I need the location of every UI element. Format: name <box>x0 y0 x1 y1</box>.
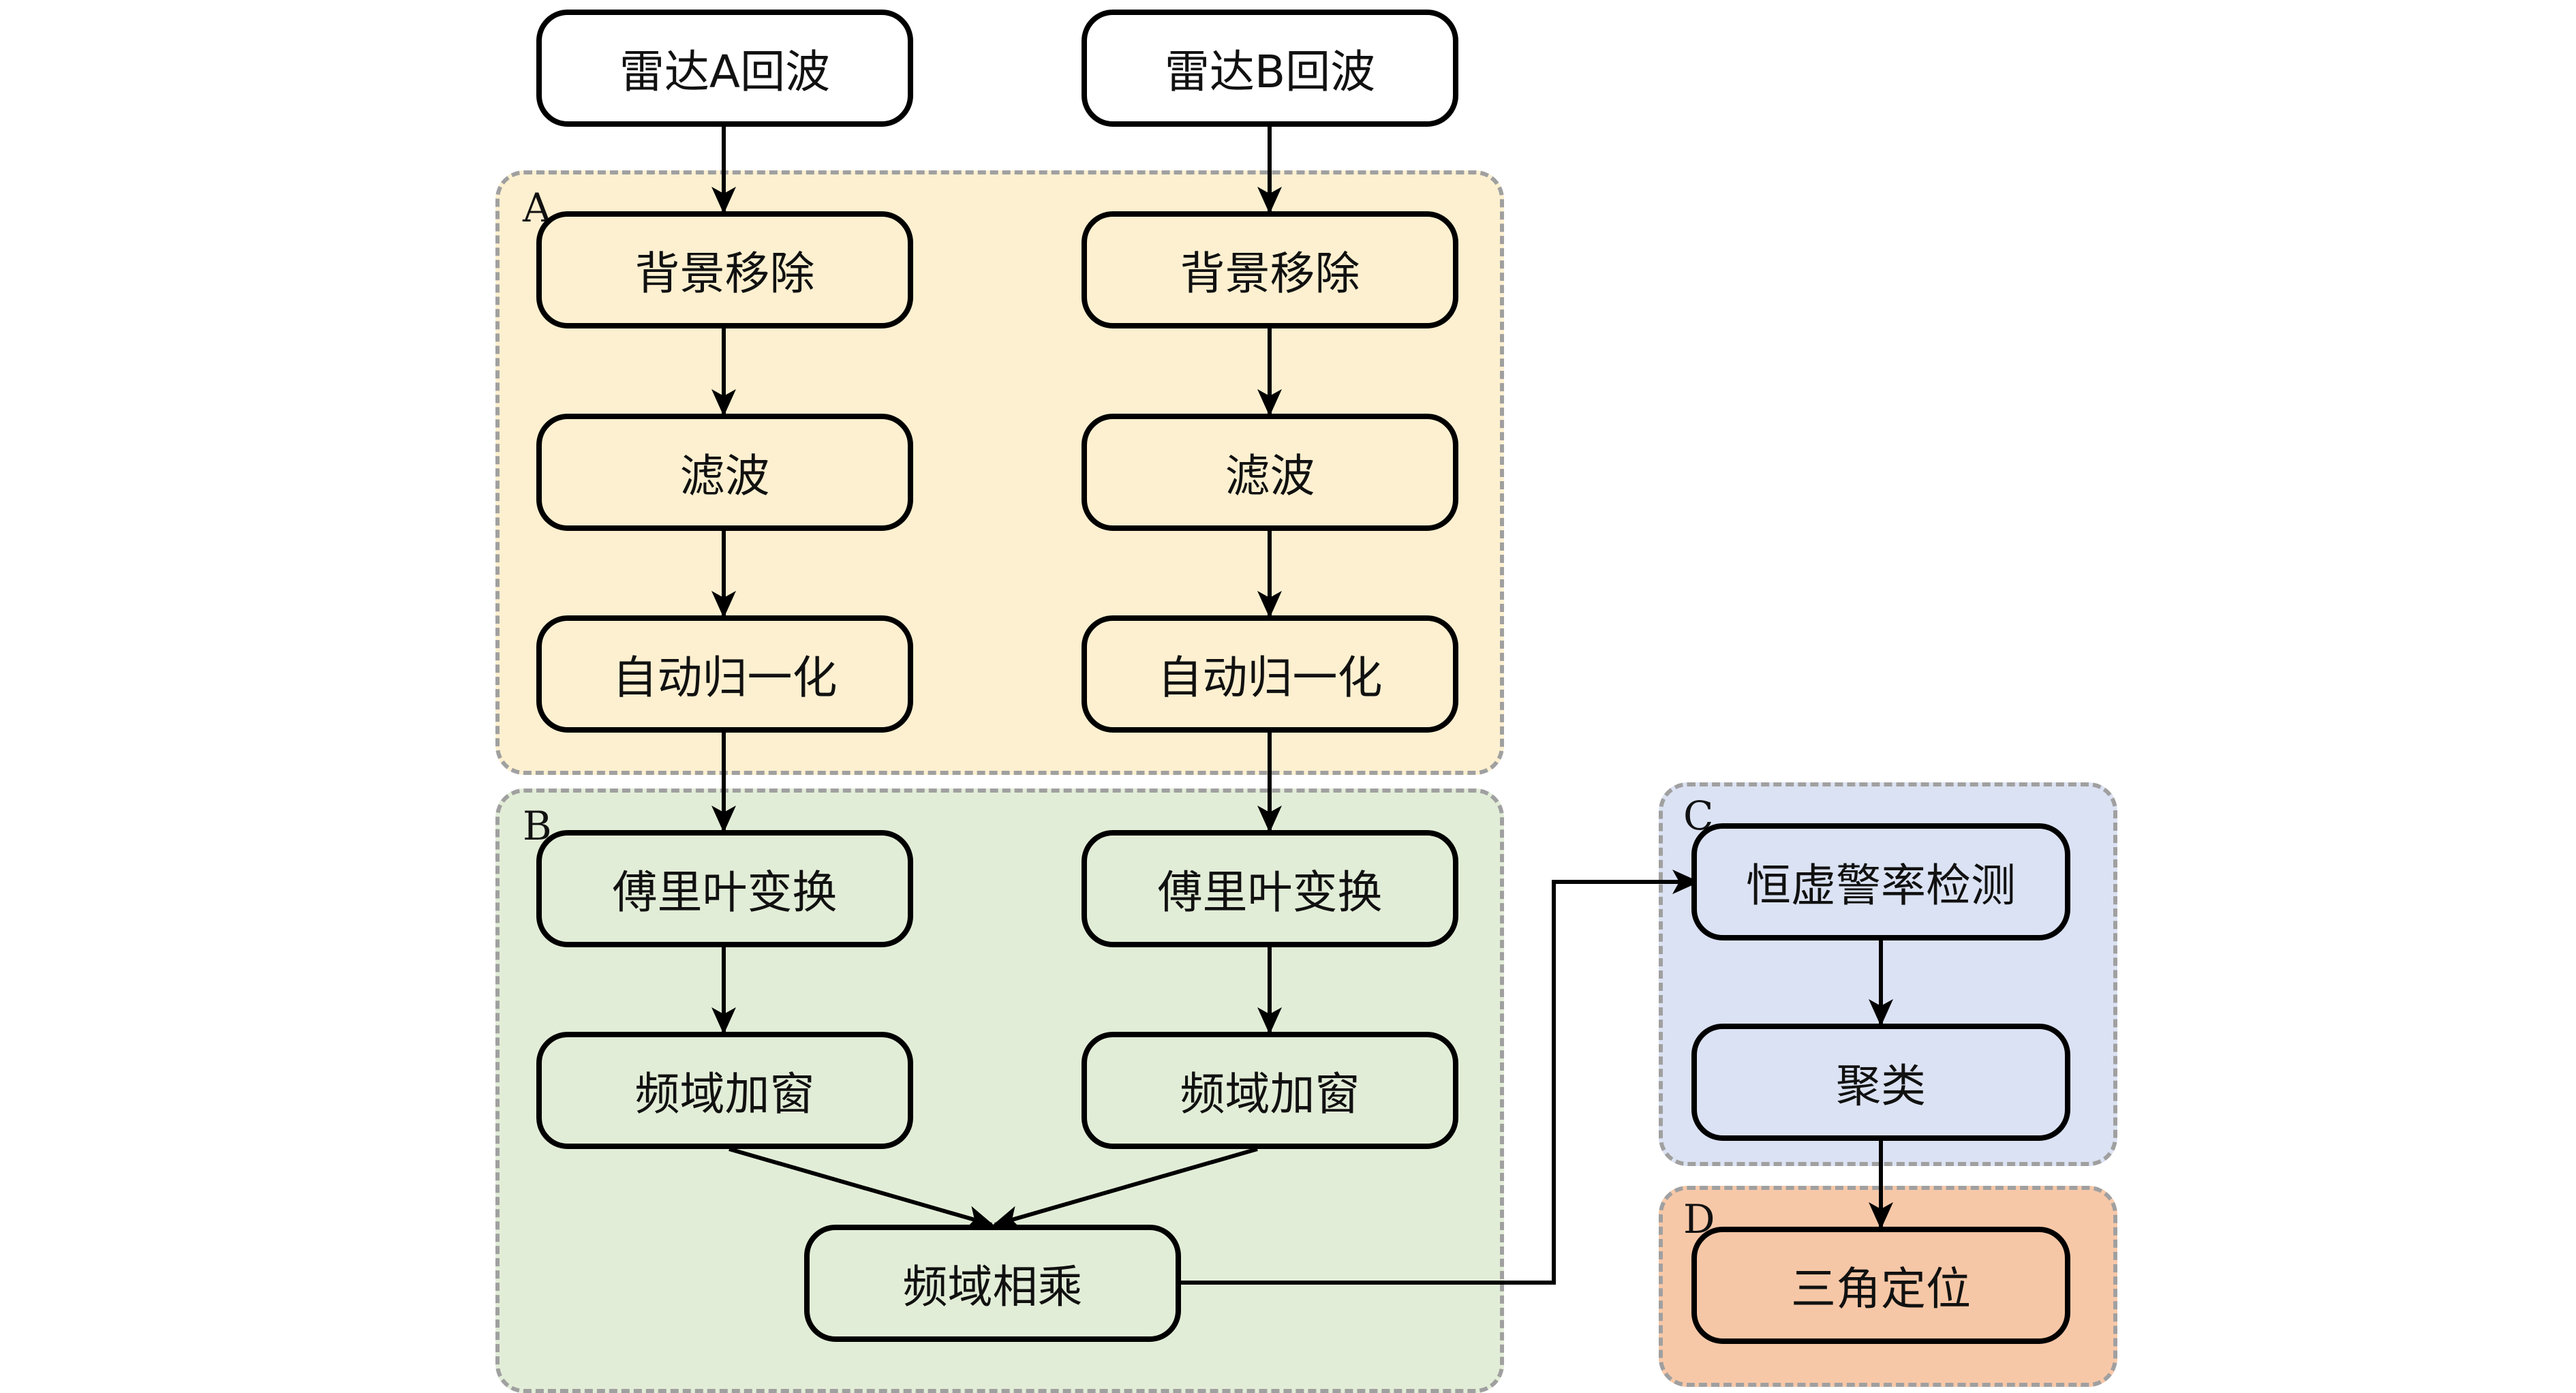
node-normalize-b: 自动归一化 <box>1082 615 1458 733</box>
node-window-a: 频域加窗 <box>536 1032 913 1149</box>
node-normalize-a: 自动归一化 <box>536 615 913 733</box>
node-cluster: 聚类 <box>1691 1024 2070 1141</box>
node-fourier-b: 傅里叶变换 <box>1082 830 1458 947</box>
node-multiply: 频域相乘 <box>804 1225 1181 1342</box>
node-triangulate: 三角定位 <box>1691 1227 2070 1344</box>
node-cfar: 恒虚警率检测 <box>1691 823 2070 940</box>
node-bg-remove-b: 背景移除 <box>1082 211 1458 328</box>
node-radar-a: 雷达A回波 <box>536 10 913 127</box>
node-fourier-a: 傅里叶变换 <box>536 830 913 947</box>
node-bg-remove-a: 背景移除 <box>536 211 913 328</box>
node-radar-b: 雷达B回波 <box>1082 10 1458 127</box>
node-window-b: 频域加窗 <box>1082 1032 1458 1149</box>
node-filter-b: 滤波 <box>1082 414 1458 531</box>
node-filter-a: 滤波 <box>536 414 913 531</box>
